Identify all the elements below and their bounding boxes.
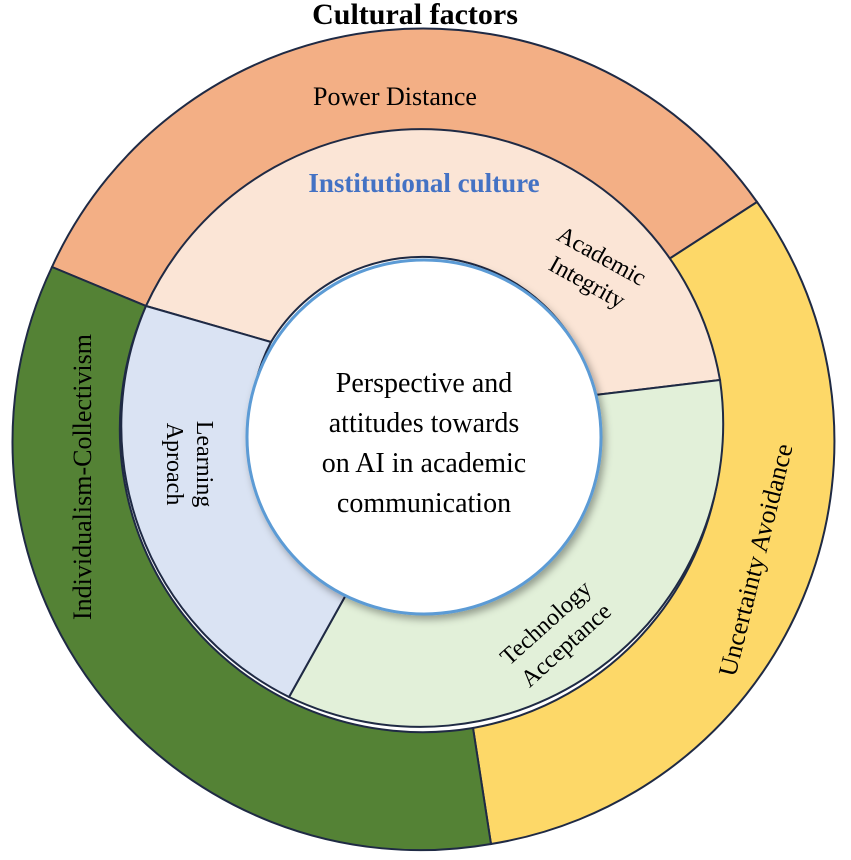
power-distance-label: Power Distance [313,82,477,111]
label-line: Perspective and [336,368,513,399]
individualism-collectivism-segment [11,265,493,852]
learning-approach-label: LearningAproach [161,421,217,508]
academic-integrity-segment [144,128,722,397]
label-line: attitudes towards [329,408,520,439]
center-text: Perspective and attitudes towards on AI in… [322,368,526,519]
individualism-collectivism-label: Individualism-Collectivism [68,334,97,620]
label-line: on AI in academic [322,448,526,479]
diagram-title: Cultural factors [312,0,518,31]
label-line: Aproach [161,423,187,506]
label-line: communication [337,488,511,519]
label-line: Learning [191,421,217,508]
center-circle [245,258,603,616]
institutional-culture-label: Institutional culture [308,168,539,198]
